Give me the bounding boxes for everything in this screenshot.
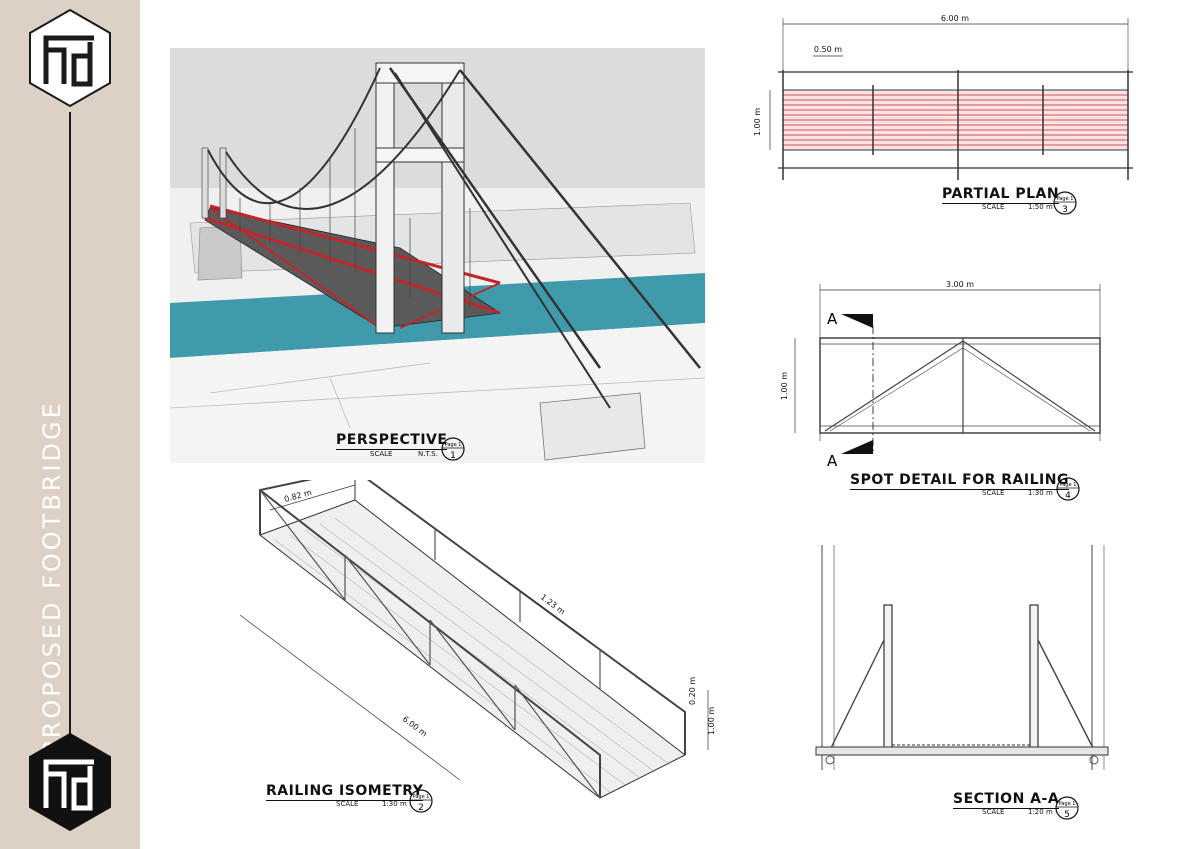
view-callout-icon: Page 1 4 <box>1056 477 1080 501</box>
plan-number: 3 <box>1062 205 1068 215</box>
section-scale-label: SCALE <box>982 808 1005 816</box>
section-number: 5 <box>1064 810 1070 820</box>
railing-isometry-drawing: 6.00 m 0.82 m 1.23 m 0.20 m 1.00 m <box>239 480 716 799</box>
view-callout-icon: Page 1 1 <box>441 437 465 461</box>
isometry-scale-label: SCALE <box>336 800 359 808</box>
view-callout-icon: Page 1 3 <box>1053 191 1077 215</box>
fd-monogram-icon <box>29 732 111 832</box>
fd-monogram-icon <box>29 8 111 108</box>
isometry-number: 2 <box>418 803 424 813</box>
section-scale-value: 1:20 m <box>1028 808 1053 816</box>
plan-scale-value: 1:50 m <box>1028 203 1053 211</box>
plan-page-tag: Page 1 <box>1057 196 1074 202</box>
perspective-scale-label: SCALE <box>370 450 393 458</box>
spot-scale-label: SCALE <box>982 489 1005 497</box>
spot-number: 4 <box>1065 491 1071 501</box>
plan-spacing-dim: 0.50 m <box>814 45 842 54</box>
perspective-page-tag: Page 1 <box>445 442 462 448</box>
isometry-panel-dim: 1.23 m <box>539 592 567 616</box>
section-page-tag: Page 1 <box>1059 801 1076 807</box>
spot-height-dim: 1.00 m <box>780 372 789 400</box>
view-callout-icon: Page 1 2 <box>409 789 433 813</box>
section-aa-drawing <box>815 545 1109 770</box>
sidebar-divider-line <box>69 112 71 734</box>
perspective-title: PERSPECTIVE <box>336 432 448 450</box>
isometry-title: RAILING ISOMETRY <box>266 783 424 801</box>
spot-title: SPOT DETAIL FOR RAILING <box>850 472 1069 490</box>
isometry-page-tag: Page 1 <box>413 794 430 800</box>
plan-scale-label: SCALE <box>982 203 1005 211</box>
isometry-length-dim: 6.00 m <box>401 714 429 738</box>
perspective-scale-value: N.T.S. <box>418 450 438 458</box>
plan-title: PARTIAL PLAN <box>942 186 1060 204</box>
section-title: SECTION A-A <box>953 791 1060 809</box>
spot-length-dim: 3.00 m <box>946 280 974 289</box>
perspective-number: 1 <box>450 451 456 461</box>
section-marker-bottom: A <box>827 452 838 470</box>
isometry-toprail-dim: 0.20 m <box>688 677 697 705</box>
isometry-scale-value: 1:30 m <box>382 800 407 808</box>
spot-page-tag: Page 1 <box>1060 482 1077 488</box>
plan-width-dim: 1.00 m <box>753 108 762 136</box>
sidebar-title: PROPOSED FOOTBRIDGE <box>38 400 66 756</box>
spot-scale-value: 1:30 m <box>1028 489 1053 497</box>
view-callout-icon: Page 1 5 <box>1055 796 1079 820</box>
section-marker-top: A <box>827 310 838 328</box>
spot-detail-drawing: 3.00 m A A 1.00 m <box>780 280 1101 470</box>
sidebar: PROPOSED FOOTBRIDGE <box>0 0 140 849</box>
plan-length-dim: 6.00 m <box>941 14 969 23</box>
partial-plan-drawing: 6.00 m 0.50 m 1.00 m <box>753 14 1133 180</box>
isometry-height-dim: 1.00 m <box>707 707 716 735</box>
perspective-render <box>170 48 705 463</box>
